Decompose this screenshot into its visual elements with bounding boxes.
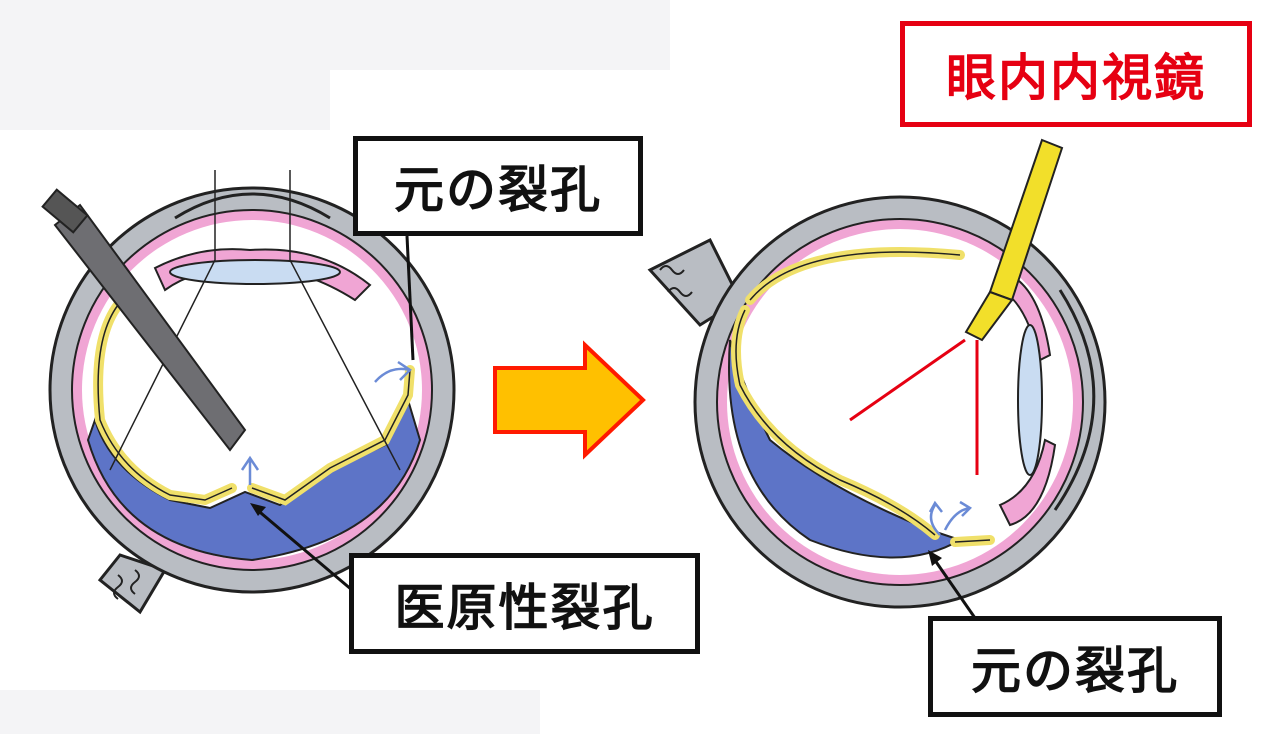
right-eye: [647, 138, 1107, 619]
left-instrument-handle: [41, 188, 89, 234]
right-flow-arrows: [928, 500, 973, 536]
right-lens: [1017, 324, 1043, 476]
left-pointer-original: [405, 235, 415, 361]
right-retina-outline: [735, 251, 991, 543]
left-eye: [41, 170, 456, 615]
left-view-lines: [109, 170, 401, 471]
label-original-hole-left: 元の裂孔: [353, 136, 643, 236]
right-ciliary-bottom: [998, 438, 1057, 527]
left-lens: [169, 259, 341, 285]
bg-blob-top: [0, 0, 670, 130]
label-iatrogenic-hole: 医原性裂孔: [349, 553, 700, 654]
bg-blob-bottom: [0, 690, 540, 734]
label-original-hole-right: 元の裂孔: [928, 616, 1222, 717]
flow-arrow: [493, 340, 646, 460]
left-flow-arrow-right: [374, 360, 412, 383]
left-nerve-vessels: [113, 569, 140, 600]
left-flow-arrow-center: [240, 455, 260, 485]
left-retina-outline: [97, 304, 411, 501]
endoscope-light-ray-1: [849, 338, 966, 422]
left-pointer-iatrogenic-head: [250, 503, 266, 516]
label-endoscope: 眼内内視鏡: [900, 21, 1252, 127]
right-pointer-original-head: [928, 550, 942, 566]
endoscope-tip: [964, 290, 1014, 342]
left-pointer-iatrogenic: [254, 506, 353, 592]
right-nerve-vessels: [659, 265, 693, 297]
right-pointer-original: [930, 555, 977, 619]
left-cornea: [174, 192, 331, 220]
right-cornea: [1053, 289, 1096, 511]
